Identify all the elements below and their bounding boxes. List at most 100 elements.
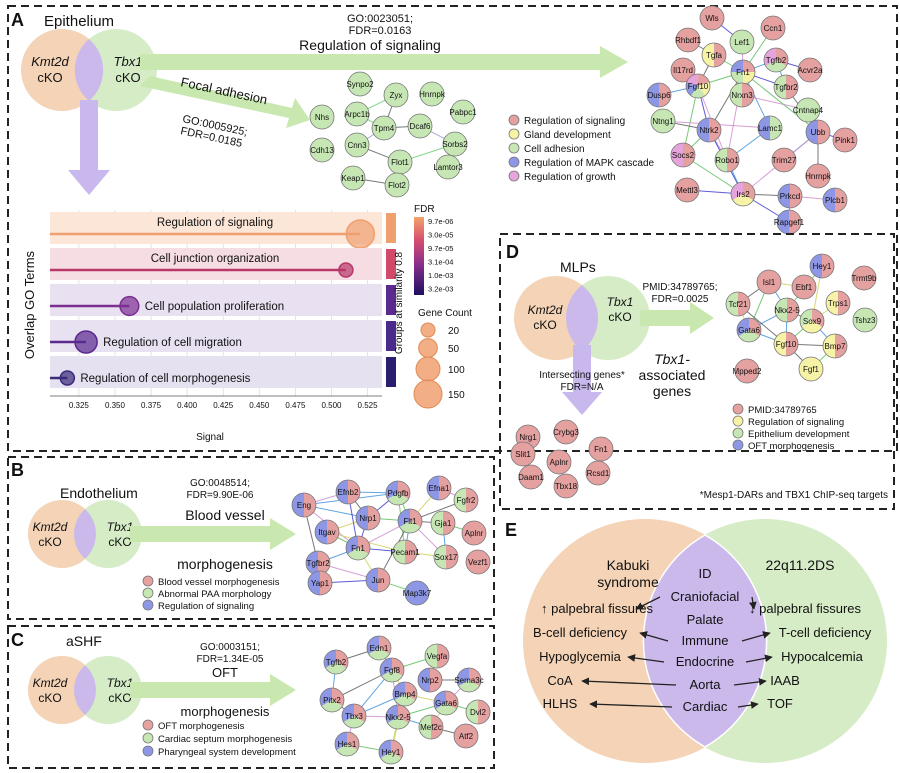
venn-c-kmt2d-cko: cKO <box>38 691 61 705</box>
e-right-item: Hypocalcemia <box>781 649 863 664</box>
focal-node-label: Lamtor3 <box>433 163 463 172</box>
d-node-circle <box>851 265 877 291</box>
chart-category-label: Regulation of cell morphogenesis <box>80 373 250 385</box>
b-node-ring <box>397 508 423 534</box>
b-node-label: Pecam1 <box>390 548 420 557</box>
legend-c-swatch <box>142 719 154 731</box>
c-node-ring <box>366 635 392 661</box>
venn-c-kmt2d: Kmt2d <box>33 676 68 690</box>
signal-node-slice <box>765 60 787 73</box>
focal-node-label: Keap1 <box>341 174 365 183</box>
c-node-slice <box>336 744 358 756</box>
signal-node: Irs2 <box>730 181 756 207</box>
panel-d: D MLPs Kmt2d cKO Tbx1 cKO PMID:34789765;… <box>499 233 895 510</box>
d2-node: Rcsd1 <box>585 460 611 486</box>
d2-node-circle <box>546 449 572 475</box>
d2-node-label: Nrg1 <box>519 433 537 442</box>
focal-node-label: Flot1 <box>391 158 409 167</box>
signal-node-label: Rapgef1 <box>774 218 805 227</box>
group-bar <box>386 321 396 351</box>
b-node-slice <box>318 551 330 575</box>
b-node-ring <box>291 492 317 518</box>
legend-a-swatch <box>508 156 520 168</box>
b-node-slice <box>393 540 405 564</box>
b-node-ring <box>314 519 340 545</box>
signal-node-slice <box>698 82 710 96</box>
group-bar <box>386 249 396 279</box>
d-node-label: Tcf21 <box>728 300 748 309</box>
legend-a-swatch <box>508 114 520 126</box>
e-right-item: TOF <box>767 696 793 711</box>
chart-point <box>74 330 98 354</box>
signal-node: Fn1 <box>730 59 756 85</box>
c-node-ring <box>392 681 418 707</box>
c-node-label: Tgfb2 <box>326 658 347 667</box>
c-node-slice <box>380 752 402 764</box>
c-node-circle <box>453 723 479 749</box>
d-node: Bmp7 <box>822 333 848 359</box>
legend-d-swatch <box>732 415 744 427</box>
fdr-legend-title: FDR <box>414 204 435 215</box>
focal-node-circle <box>435 154 461 180</box>
d-node: Ebf1 <box>791 274 817 300</box>
fdr-tick: 9.7e-06 <box>428 217 453 226</box>
d-node-label: Nkx2-5 <box>774 306 800 315</box>
signal-node-ring <box>696 117 722 143</box>
c-node: Sema3c <box>454 667 484 693</box>
signal-node-slice <box>709 118 721 142</box>
d-node-label: Bmp7 <box>825 342 846 351</box>
c-arrow-label-1: OFT <box>212 665 238 680</box>
signal-node-slice <box>786 75 798 99</box>
chart-category-label: Cell junction organization <box>151 253 280 265</box>
fdr-tick: 3.1e-04 <box>428 258 453 267</box>
signal-node-ring <box>763 47 789 73</box>
signal-node-slice <box>686 82 698 96</box>
b-node-slice <box>434 545 446 569</box>
signal-node-label: Fn1 <box>736 68 750 77</box>
b-node: Efnb2 <box>335 479 361 505</box>
b-node-ring <box>385 480 411 506</box>
gene-count-tick: 150 <box>448 390 465 401</box>
d-node-slice <box>838 291 850 315</box>
legend-c-item: Pharyngeal system development <box>158 747 296 758</box>
signal-node-slice <box>758 116 770 140</box>
signal-node-slice <box>789 210 801 234</box>
legend-d-item: OFT morphogenesis <box>748 441 835 452</box>
b-node-slice <box>443 511 455 535</box>
signal-node: Socs2 <box>670 142 696 168</box>
b-node-label: Yap1 <box>311 579 330 588</box>
d2-node-circle <box>585 460 611 486</box>
fdr-tick: 3.2e-03 <box>428 285 453 294</box>
d-fdr: FDR=0.0025 <box>652 294 709 305</box>
chart-point <box>338 262 354 278</box>
focal-node-label: Dcaf6 <box>410 122 431 131</box>
panel-d-title: MLPs <box>560 259 596 275</box>
c-node-slice <box>419 715 431 739</box>
b-node-ring <box>355 505 381 531</box>
legend-a-swatch <box>508 170 520 182</box>
b-node-circle <box>461 520 487 546</box>
venn-a-kmt2d: Kmt2d <box>31 54 69 69</box>
e-center-item: Palate <box>687 612 724 627</box>
venn-d-kmt2d: Kmt2d <box>528 303 563 317</box>
signal-node-circle <box>675 27 701 53</box>
signal-node-label: Plcb1 <box>825 196 846 205</box>
c-node-label: Gata6 <box>435 699 457 708</box>
c-node-ring <box>424 643 450 669</box>
d-node-slice <box>810 254 822 278</box>
signal-node: Fgf10 <box>685 73 711 99</box>
legend-b-item: Abnormal PAA morphology <box>158 589 272 600</box>
signal-node-ring <box>714 147 740 173</box>
c-node: Tbx3 <box>341 703 367 729</box>
c-node-slice <box>430 668 442 692</box>
d-node: Tcf21 <box>725 291 751 317</box>
signal-node-circle <box>674 177 700 203</box>
c-node-ring <box>334 731 360 757</box>
c-node: Fgf8 <box>379 657 405 683</box>
d-node: Tshz3 <box>852 307 878 333</box>
c-node-slice <box>435 703 457 716</box>
focal-node-label: Flot2 <box>388 181 406 190</box>
c-node-ring <box>465 699 491 725</box>
focal-node: Cdh13 <box>309 137 335 163</box>
b-node: Pecam1 <box>390 539 420 565</box>
